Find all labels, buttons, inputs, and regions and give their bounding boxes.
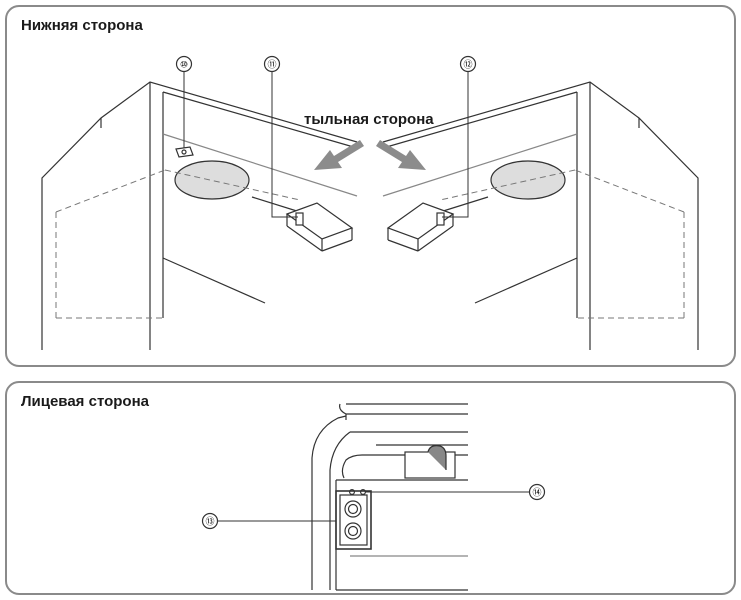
left-unit-dashed bbox=[55, 169, 301, 319]
rear-side-label: тыльная сторона bbox=[304, 111, 434, 128]
callout-10 bbox=[175, 55, 193, 73]
callout-13 bbox=[201, 512, 219, 530]
callout-11-text: ⑪ bbox=[267, 60, 276, 71]
callout-12 bbox=[459, 55, 477, 73]
right-unit-dashed bbox=[439, 169, 685, 319]
rear-arrows bbox=[314, 140, 426, 170]
right-unit bbox=[382, 81, 699, 350]
left-unit bbox=[41, 81, 358, 350]
bottom-side-title: Нижняя сторона bbox=[21, 17, 143, 34]
callout-14 bbox=[528, 483, 546, 501]
bottom-side-panel: Нижняя сторона bbox=[5, 5, 736, 367]
arrow-right bbox=[376, 140, 426, 170]
top-callout-lines bbox=[183, 72, 469, 218]
callout-10-text: ⑩ bbox=[180, 61, 188, 71]
front-unit bbox=[311, 403, 468, 591]
callout-11 bbox=[263, 55, 281, 73]
callout-12-text: ⑫ bbox=[463, 60, 472, 71]
callout-13-text: ⑬ bbox=[205, 517, 214, 528]
arrow-left bbox=[314, 140, 364, 170]
front-side-title: Лицевая сторона bbox=[21, 393, 149, 410]
callout-14-text: ⑭ bbox=[532, 488, 541, 499]
front-side-panel: Лицевая сторона bbox=[5, 381, 736, 595]
bottom-callout-lines bbox=[218, 490, 529, 550]
